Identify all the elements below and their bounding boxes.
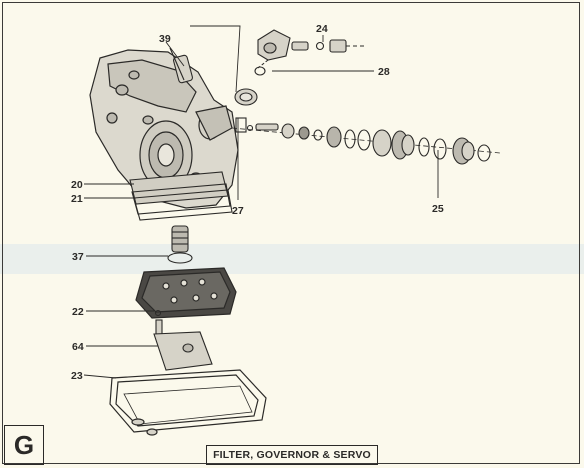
leader-lines: [83, 35, 439, 379]
oil-filter: [153, 319, 213, 371]
callout-25: 25: [432, 203, 444, 215]
pressure-spring: [171, 225, 189, 253]
valve-body: [135, 267, 237, 319]
page-frame: [2, 2, 580, 464]
servo-assembly: [231, 117, 501, 165]
speedo-sensor-assembly: [254, 29, 364, 76]
callout-64: 64: [72, 341, 84, 353]
callout-22: 22: [72, 306, 84, 318]
governor-assembly: [169, 25, 258, 106]
callout-27: 27: [232, 205, 244, 217]
check-ball: [155, 310, 161, 316]
o-ring-seal: [167, 252, 193, 264]
callout-21: 21: [71, 193, 83, 205]
background-band: [0, 244, 584, 274]
case-gasket-stack: [129, 171, 233, 221]
transaxle-case: [89, 49, 239, 209]
callout-28: 28: [378, 66, 390, 78]
callout-24: 24: [316, 23, 328, 35]
callout-23: 23: [71, 370, 83, 382]
figure-caption: FILTER, GOVERNOR & SERVO: [206, 445, 378, 465]
callout-20: 20: [71, 179, 83, 191]
callout-37: 37: [72, 251, 84, 263]
oil-pan: [109, 369, 267, 436]
callout-39: 39: [159, 33, 171, 45]
section-letter: G: [4, 425, 44, 465]
